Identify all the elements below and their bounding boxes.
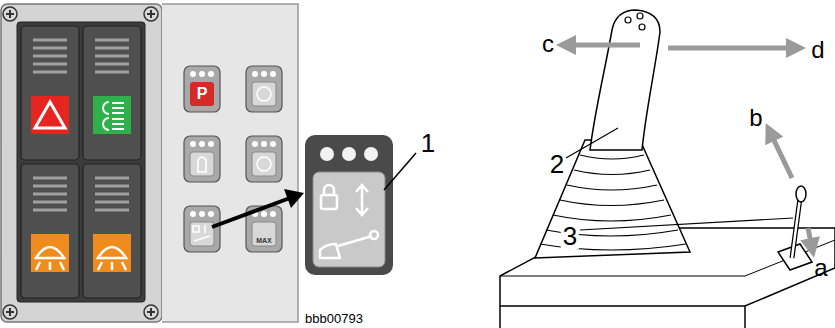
callout-number: 1 [421,130,435,156]
callout-number: 2 [550,151,564,177]
direction-letter: a [814,256,827,280]
callout-number: 3 [561,223,579,249]
icon-text: MAX [256,237,272,244]
direction-letter: b [749,106,762,130]
direction-letter: d [811,38,824,62]
direction-letter: c [542,32,554,56]
figure-code: bbb00793 [305,312,363,325]
icon-letter: P [197,86,208,102]
